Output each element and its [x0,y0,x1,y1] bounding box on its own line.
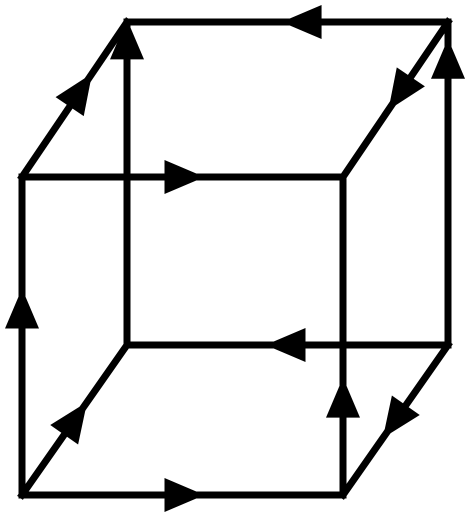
arrowhead-front-right-vertical [326,377,360,418]
arrowhead-lower-left-diagonal [50,401,88,445]
arrowhead-back-right-vertical [431,38,465,79]
arrowhead-upper-left-diagonal [55,73,93,117]
arrowhead-front-top [164,160,205,194]
arrows-group [5,5,465,512]
arrowhead-back-left-vertical [110,19,144,60]
arrowhead-back-bottom [265,328,306,362]
arrowhead-upper-right-diagonal [388,67,425,110]
arrowhead-lower-right-diagonal [382,395,420,439]
arrowhead-back-top [281,5,322,39]
arrowhead-front-bottom [164,478,205,512]
arrowhead-front-left-vertical [5,288,39,329]
